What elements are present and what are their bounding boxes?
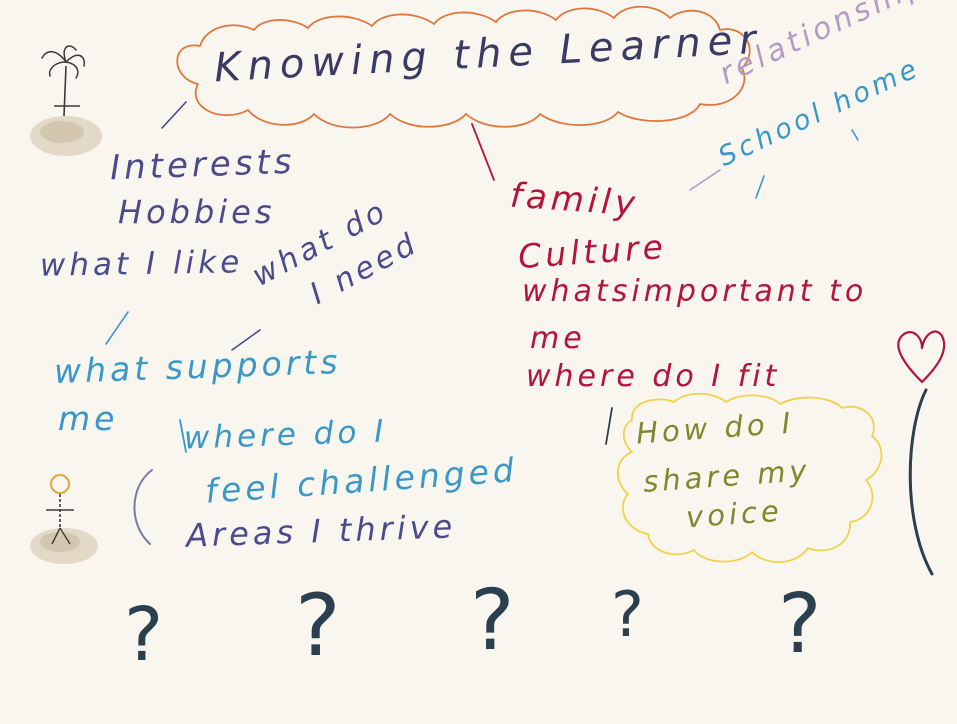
voice-voice-text: voice bbox=[684, 493, 784, 535]
where-do-i-fit-text: where do I fit bbox=[526, 359, 781, 394]
what-supports-text: what supports bbox=[53, 341, 343, 392]
connector-voice bbox=[605, 407, 613, 445]
palm-tree-icon bbox=[30, 45, 102, 156]
connector-title-family bbox=[471, 123, 495, 181]
what-i-like-text: what I like bbox=[39, 244, 244, 284]
hobbies-text: Hobbies bbox=[118, 193, 276, 231]
important-me-text: me bbox=[530, 321, 586, 356]
question-mark: ? bbox=[470, 571, 515, 669]
question-mark: ? bbox=[124, 592, 164, 678]
connector-school-home bbox=[755, 175, 765, 199]
connector-supports bbox=[105, 311, 129, 345]
voice-bubble bbox=[617, 392, 883, 563]
connector-title-interests bbox=[161, 101, 187, 129]
interests-text: Interests bbox=[109, 141, 297, 189]
connector-home bbox=[851, 129, 859, 141]
whats-important-text: whatsimportant to bbox=[522, 274, 868, 309]
question-mark: ? bbox=[295, 576, 341, 676]
connector-challenge bbox=[179, 419, 187, 453]
culture-text: Culture bbox=[516, 226, 669, 277]
connector-relationships bbox=[689, 169, 721, 191]
question-mark: ? bbox=[778, 577, 822, 672]
heart-icon bbox=[897, 330, 946, 384]
stick-figure-icon bbox=[30, 474, 98, 564]
right-vertical-stroke bbox=[908, 388, 934, 576]
challenge-bracket bbox=[133, 469, 153, 545]
areas-thrive-text: Areas I thrive bbox=[185, 507, 457, 555]
family-text: family bbox=[508, 175, 641, 225]
question-mark: ? bbox=[611, 578, 644, 651]
title-cloud bbox=[176, 5, 751, 129]
connector-supports-need bbox=[231, 329, 261, 351]
where-do-i-text: where do I bbox=[183, 413, 388, 457]
supports-me-text: me bbox=[58, 399, 119, 438]
